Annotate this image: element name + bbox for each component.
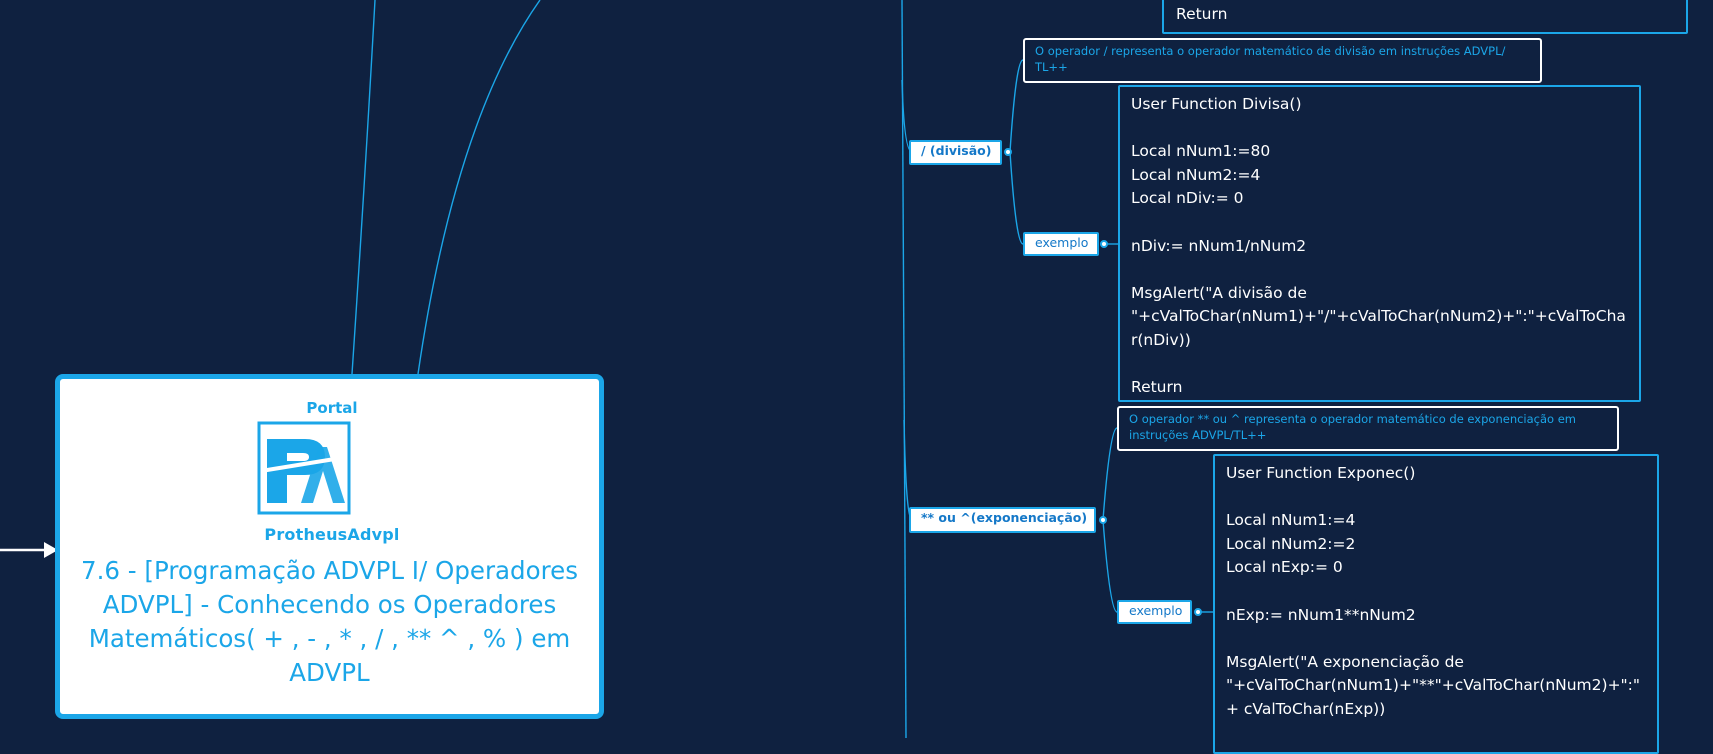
division-description[interactable]: O operador / representa o operador matem… — [1023, 38, 1542, 83]
root-title: 7.6 - [Programação ADVPL I/ Operadores A… — [81, 556, 578, 687]
exponent-description[interactable]: O operador ** ou ^ representa o operador… — [1117, 406, 1619, 451]
division-example-collapse-toggle[interactable] — [1100, 240, 1108, 248]
exponent-example-node[interactable]: exemplo — [1117, 600, 1192, 624]
exponent-collapse-toggle[interactable] — [1099, 516, 1107, 524]
division-example-node[interactable]: exemplo — [1023, 232, 1099, 256]
exponent-example-collapse-toggle[interactable] — [1194, 608, 1202, 616]
division-collapse-toggle[interactable] — [1004, 148, 1012, 156]
logo-portal-text: Portal — [306, 399, 358, 417]
return-text: Return — [1176, 5, 1228, 24]
logo-brand-text: ProtheusAdvpl — [264, 525, 400, 544]
portal-logo: Portal ProtheusAdvpl — [257, 399, 407, 544]
division-code-block[interactable]: User Function Divisa() Local nNum1:=80 L… — [1118, 85, 1641, 402]
previous-code-block[interactable]: Return — [1162, 0, 1688, 34]
exponent-node[interactable]: ** ou ^(exponenciação) — [909, 507, 1096, 533]
pa-logo-icon — [257, 421, 351, 515]
root-topic[interactable]: Portal ProtheusAdvpl 7.6 - [Programação … — [55, 374, 604, 719]
division-node[interactable]: / (divisão) — [909, 140, 1002, 165]
exponent-code-block[interactable]: User Function Exponec() Local nNum1:=4 L… — [1213, 454, 1659, 754]
